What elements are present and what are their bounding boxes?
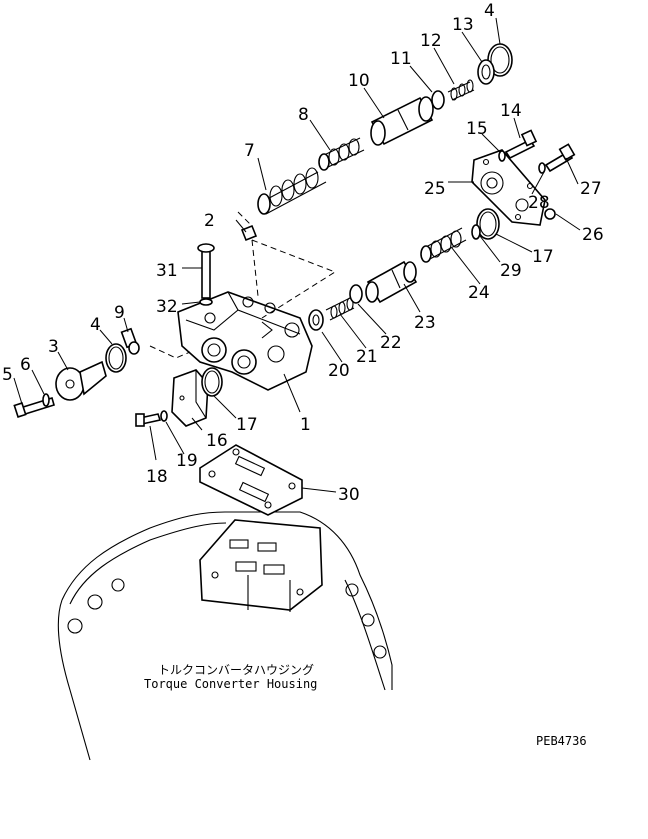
callout-4-top: 4 [484, 1, 495, 21]
callout-11: 11 [390, 49, 412, 69]
callout-13: 13 [452, 15, 474, 35]
plug-26 [544, 208, 556, 220]
callout-17-cover: 17 [532, 247, 554, 267]
gasket [199, 444, 303, 516]
filter-block [171, 369, 209, 427]
spool-10 [370, 96, 434, 146]
callout-7: 7 [244, 141, 255, 161]
ring-22 [349, 284, 363, 304]
callout-23: 23 [414, 313, 436, 333]
spring-21 [325, 297, 355, 321]
leader-lines [13, 17, 581, 493]
callout-5: 5 [2, 365, 13, 385]
washer-6 [42, 393, 50, 407]
o-ring-29 [471, 224, 481, 240]
o-ring-17-cover [476, 208, 500, 240]
piston-13 [477, 59, 495, 85]
spring-7 [257, 167, 327, 215]
washer-28 [538, 162, 546, 174]
callout-16: 16 [206, 431, 228, 451]
callout-22: 22 [380, 333, 402, 353]
callout-24: 24 [468, 283, 490, 303]
o-ring-17-body [201, 367, 223, 397]
callout-21: 21 [356, 347, 378, 367]
callout-10: 10 [348, 71, 370, 91]
washer-32 [199, 298, 213, 306]
callout-9: 9 [114, 303, 125, 323]
piston-20 [308, 309, 324, 331]
bolt-14 [504, 129, 538, 160]
callout-25: 25 [424, 179, 446, 199]
callout-2: 2 [204, 211, 215, 231]
housing-label-en: Torque Converter Housing [144, 677, 317, 691]
callouts: 1 2 3 4 4 5 6 7 8 9 10 11 12 13 14 15 16… [2, 1, 604, 505]
bolt-31 [197, 243, 215, 299]
callout-14: 14 [500, 101, 522, 121]
callout-27: 27 [580, 179, 602, 199]
callout-30: 30 [338, 485, 360, 505]
bolt-27 [544, 143, 576, 173]
callout-28: 28 [528, 193, 550, 213]
callout-6: 6 [20, 355, 31, 375]
ring-11 [431, 90, 445, 110]
callout-17-body: 17 [236, 415, 258, 435]
torque-converter-housing [57, 511, 393, 761]
alignment-lines [149, 211, 337, 359]
o-ring-4-left [105, 343, 127, 373]
valve-body [177, 291, 313, 391]
spool-23 [365, 260, 418, 304]
callout-15: 15 [466, 119, 488, 139]
callout-1: 1 [300, 415, 311, 435]
callout-29: 29 [500, 261, 522, 281]
callout-20: 20 [328, 361, 350, 381]
housing-label-jp: トルクコンバータハウジング [158, 663, 314, 677]
callout-8: 8 [298, 105, 309, 125]
callout-31: 31 [156, 261, 178, 281]
callout-19: 19 [176, 451, 198, 471]
callout-4-left: 4 [90, 315, 101, 335]
sleeve-9 [120, 327, 140, 355]
spring-12 [447, 79, 475, 101]
spring-8 [318, 137, 365, 171]
plug-2 [240, 224, 258, 242]
callout-26: 26 [582, 225, 604, 245]
reference-code: PEB4736 [536, 734, 587, 748]
callout-3: 3 [48, 337, 59, 357]
callout-12: 12 [420, 31, 442, 51]
plug [55, 360, 107, 401]
washer-15 [498, 150, 506, 162]
spring-24 [420, 227, 467, 263]
callout-18: 18 [146, 467, 168, 487]
callout-32: 32 [156, 297, 178, 317]
washer-19 [160, 410, 168, 422]
bolt-18 [135, 413, 162, 427]
